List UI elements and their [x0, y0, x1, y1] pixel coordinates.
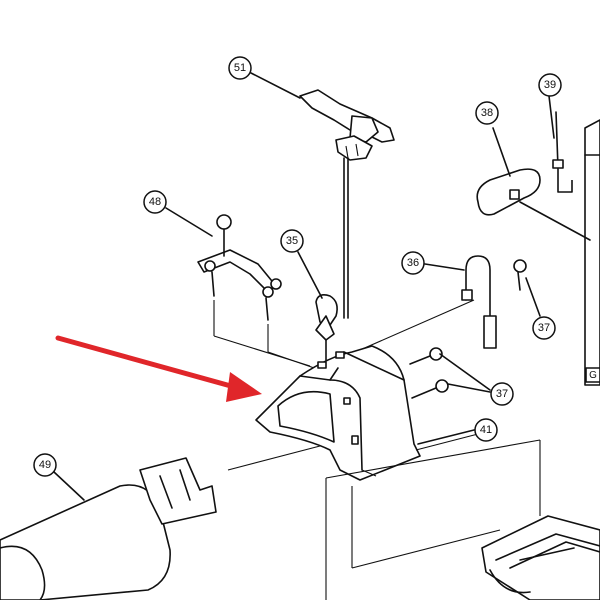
callout-49: 49 [33, 453, 57, 477]
part-51-lever-linkage [299, 89, 395, 319]
callout-49-label: 49 [39, 459, 51, 471]
red-indicator-arrow [55, 335, 262, 402]
leader-lines [53, 72, 555, 501]
callout-51: 51 [228, 56, 252, 80]
callout-51-label: 51 [234, 62, 246, 74]
callout-37-upper: 37 [532, 316, 556, 340]
callout-41: 41 [474, 418, 498, 442]
callout-37-upper-label: 37 [538, 322, 550, 334]
base-frame-lines [227, 439, 541, 600]
callout-37-lower-label: 37 [496, 388, 508, 400]
part-36-u-bolt [359, 255, 497, 351]
part-35-pivot-block [315, 294, 338, 361]
part-41-housing [255, 345, 479, 481]
callout-38: 38 [475, 101, 499, 125]
callout-48-label: 48 [149, 196, 161, 208]
callout-35: 35 [280, 229, 304, 253]
part-48-clamp-assembly [197, 214, 321, 371]
callout-36-label: 36 [407, 257, 419, 269]
callout-36: 36 [401, 251, 425, 275]
part-38-oval-pad [476, 168, 591, 241]
part-39-bolt-and-bracket: G [552, 111, 600, 386]
callout-39-label: 39 [544, 79, 556, 91]
tray-bottom-right [481, 515, 600, 600]
callout-48: 48 [143, 190, 167, 214]
callout-41-label: 41 [480, 424, 492, 436]
part-49-cylinder [0, 457, 217, 600]
callout-35-label: 35 [286, 235, 298, 247]
callout-39: 39 [538, 73, 562, 97]
part-37-screws [409, 259, 527, 399]
side-panel-letter: G [589, 370, 597, 381]
callout-37-lower: 37 [490, 382, 514, 406]
callout-38-label: 38 [481, 107, 493, 119]
